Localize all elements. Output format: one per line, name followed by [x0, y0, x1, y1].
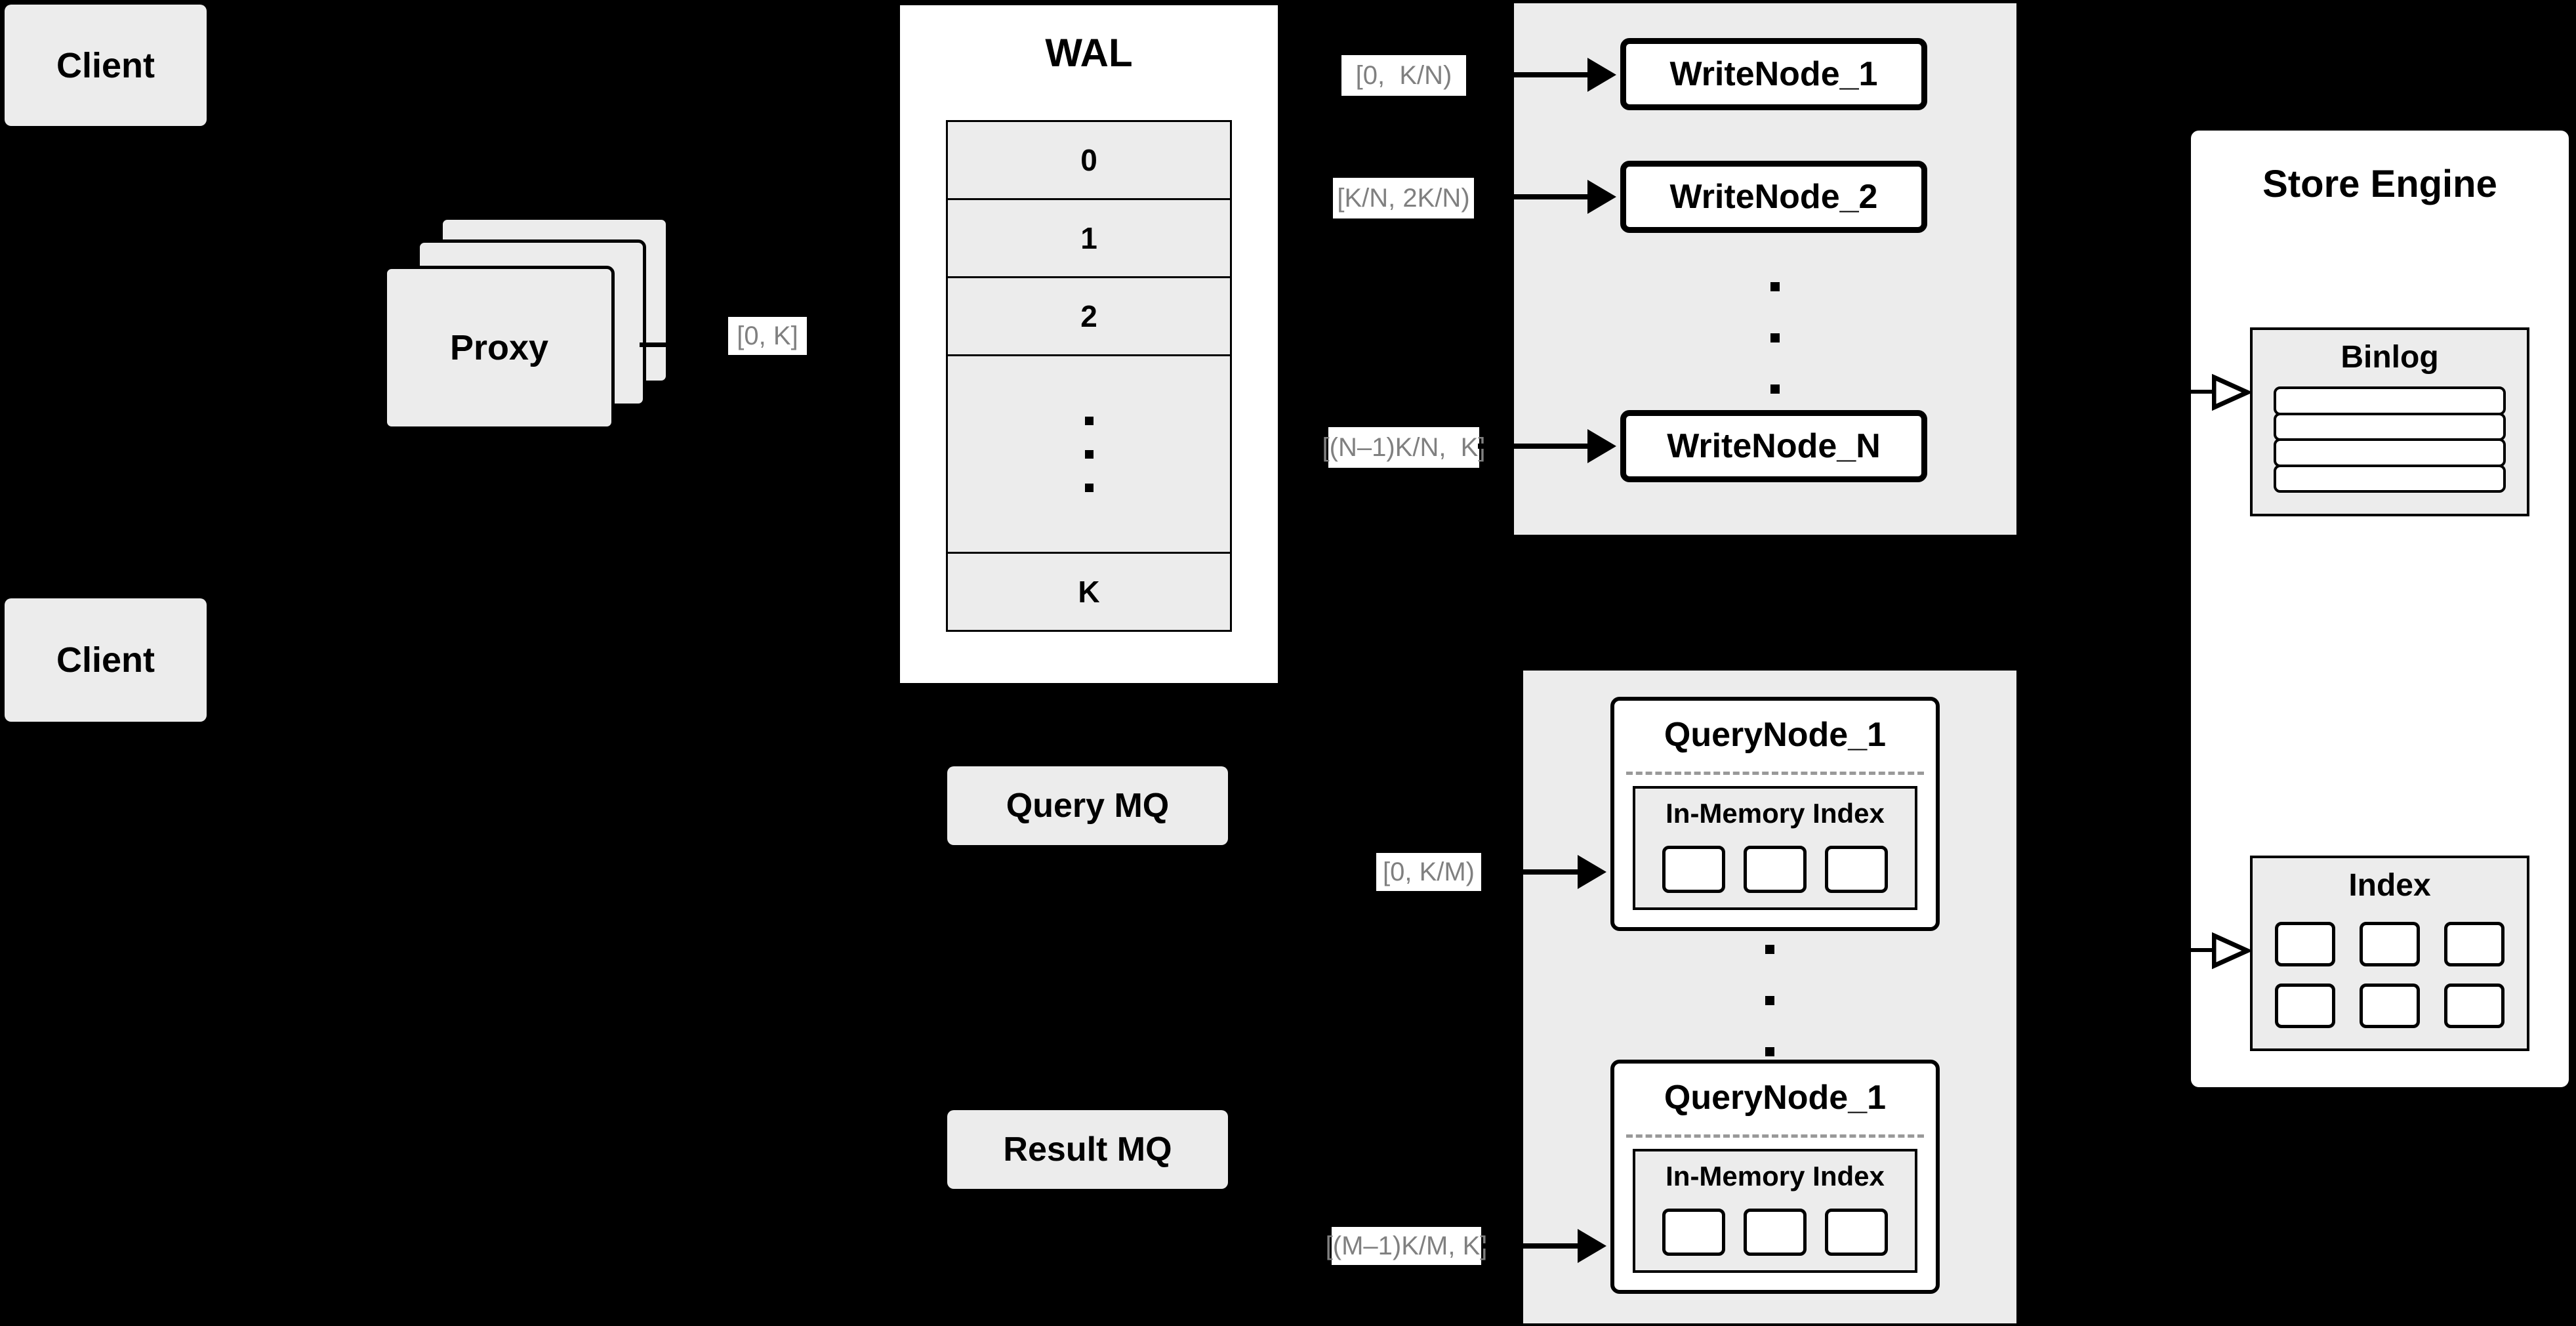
query-group-ellipsis — [1765, 945, 1775, 1056]
client-node-1[interactable]: Client — [5, 5, 207, 126]
binlog-bar — [2274, 464, 2506, 493]
proxy-node[interactable]: Proxy — [384, 266, 615, 430]
write-node-n-arrow-head — [1587, 429, 1616, 463]
write-node-1-arrow-line — [1469, 72, 1591, 77]
index-cell — [1825, 1209, 1888, 1256]
index-cell — [1662, 846, 1725, 893]
query-mq-node[interactable]: Query MQ — [947, 766, 1228, 845]
index-arrow-head-icon — [2212, 932, 2250, 969]
wal-row: 1 — [948, 200, 1230, 278]
index-grid — [2267, 919, 2512, 1031]
proxy-label: Proxy — [449, 328, 549, 367]
query-node-1-separator — [1626, 772, 1924, 775]
write-group-ellipsis — [1770, 282, 1780, 394]
query-node-1-range-label: [0, K/M) — [1376, 853, 1481, 891]
wal-panel: WAL 0 1 2 K — [896, 1, 1282, 687]
query-node-m-label: QueryNode_1 — [1664, 1079, 1887, 1117]
in-memory-index-cells — [1635, 846, 1915, 893]
write-node-2-range-label: [K/N, 2K/N) — [1333, 178, 1474, 218]
result-mq-node[interactable]: Result MQ — [947, 1110, 1228, 1189]
binlog-block: Binlog — [2250, 327, 2529, 516]
write-node-n-label: WriteNode_N — [1667, 427, 1881, 465]
write-node-1[interactable]: WriteNode_1 — [1620, 38, 1927, 110]
query-node-m-arrow-head — [1578, 1229, 1606, 1263]
index-cell — [2359, 984, 2420, 1028]
query-node-1-arrow-head — [1578, 855, 1606, 889]
query-node-1[interactable]: QueryNode_1 In-Memory Index — [1610, 697, 1940, 931]
write-node-n[interactable]: WriteNode_N — [1620, 410, 1927, 482]
write-node-1-arrow-head — [1587, 58, 1616, 92]
write-node-n-range-label: [(N–1)K/N, K] — [1322, 427, 1485, 468]
wal-table: 0 1 2 K — [946, 120, 1232, 632]
index-block: Index — [2250, 856, 2529, 1051]
write-node-2[interactable]: WriteNode_2 — [1620, 161, 1927, 233]
index-cell — [1744, 1209, 1807, 1256]
in-memory-index-title: In-Memory Index — [1666, 798, 1885, 829]
index-cell — [2359, 922, 2420, 966]
index-arrow-line — [2187, 948, 2215, 952]
index-cell — [1825, 846, 1888, 893]
write-node-n-arrow-line — [1478, 444, 1591, 449]
in-memory-index-cells — [1635, 1209, 1915, 1256]
client-node-2-label: Client — [56, 640, 155, 680]
binlog-bar — [2274, 438, 2506, 467]
write-node-2-arrow-line — [1474, 194, 1591, 199]
query-mq-label: Query MQ — [1006, 787, 1170, 825]
index-cell — [2274, 984, 2335, 1028]
binlog-arrow-line — [2187, 390, 2215, 394]
in-memory-index-title: In-Memory Index — [1666, 1161, 1885, 1191]
query-node-m-arrow-line — [1481, 1243, 1581, 1249]
query-node-m[interactable]: QueryNode_1 In-Memory Index — [1610, 1060, 1940, 1294]
client-node-2[interactable]: Client — [5, 598, 207, 722]
query-node-1-arrow-line — [1481, 869, 1581, 875]
index-cell — [1662, 1209, 1725, 1256]
wal-row: 2 — [948, 278, 1230, 356]
store-engine-panel: Store Engine Binlog Index — [2187, 127, 2573, 1091]
index-cell — [2444, 984, 2505, 1028]
index-cell — [2274, 922, 2335, 966]
proxy-range-label: [0, K] — [728, 317, 807, 355]
wal-row: K — [948, 554, 1230, 630]
proxy-connector-line — [640, 342, 669, 347]
write-node-1-range-label: [0, K/N) — [1341, 55, 1466, 96]
binlog-bar — [2274, 386, 2506, 415]
binlog-title: Binlog — [2341, 340, 2439, 375]
binlog-bars — [2274, 386, 2506, 493]
write-node-1-label: WriteNode_1 — [1669, 55, 1878, 93]
index-cell — [2444, 922, 2505, 966]
query-node-1-in-memory-index: In-Memory Index — [1633, 786, 1917, 910]
query-node-1-label: QueryNode_1 — [1664, 716, 1887, 754]
write-node-2-arrow-head — [1587, 180, 1616, 214]
store-engine-title: Store Engine — [2262, 163, 2497, 205]
write-node-2-label: WriteNode_2 — [1669, 178, 1878, 216]
query-node-m-in-memory-index: In-Memory Index — [1633, 1149, 1917, 1273]
result-mq-label: Result MQ — [1003, 1130, 1172, 1169]
wal-title: WAL — [1045, 31, 1133, 75]
wal-row: 0 — [948, 122, 1230, 200]
binlog-bar — [2274, 412, 2506, 441]
wal-row-ellipsis — [948, 356, 1230, 554]
query-node-m-range-label: [(M–1)K/M, K] — [1326, 1227, 1487, 1265]
index-cell — [1744, 846, 1807, 893]
binlog-arrow-head-icon — [2212, 374, 2250, 411]
index-title: Index — [2348, 868, 2431, 903]
query-node-m-separator — [1626, 1134, 1924, 1138]
client-node-1-label: Client — [56, 45, 155, 85]
